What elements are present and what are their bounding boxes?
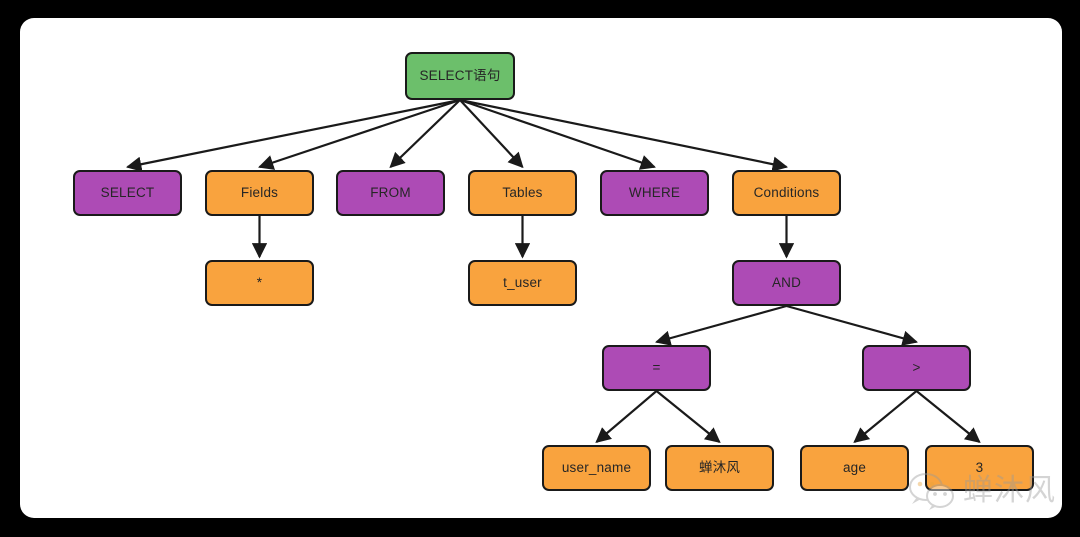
- node-and[interactable]: AND: [732, 260, 841, 306]
- node-fields[interactable]: Fields: [205, 170, 314, 216]
- node-greater[interactable]: >: [862, 345, 971, 391]
- node-conditions[interactable]: Conditions: [732, 170, 841, 216]
- diagram-canvas: SELECT语句 SELECT Fields FROM Tables WHERE…: [20, 18, 1062, 518]
- node-value-three[interactable]: 3: [925, 445, 1034, 491]
- node-value-name[interactable]: 蝉沐风: [665, 445, 774, 491]
- node-t-user[interactable]: t_user: [468, 260, 577, 306]
- node-tables[interactable]: Tables: [468, 170, 577, 216]
- node-where[interactable]: WHERE: [600, 170, 709, 216]
- node-select[interactable]: SELECT: [73, 170, 182, 216]
- node-from[interactable]: FROM: [336, 170, 445, 216]
- node-age[interactable]: age: [800, 445, 909, 491]
- node-equals[interactable]: =: [602, 345, 711, 391]
- node-star[interactable]: *: [205, 260, 314, 306]
- node-user-name[interactable]: user_name: [542, 445, 651, 491]
- node-root[interactable]: SELECT语句: [405, 52, 515, 100]
